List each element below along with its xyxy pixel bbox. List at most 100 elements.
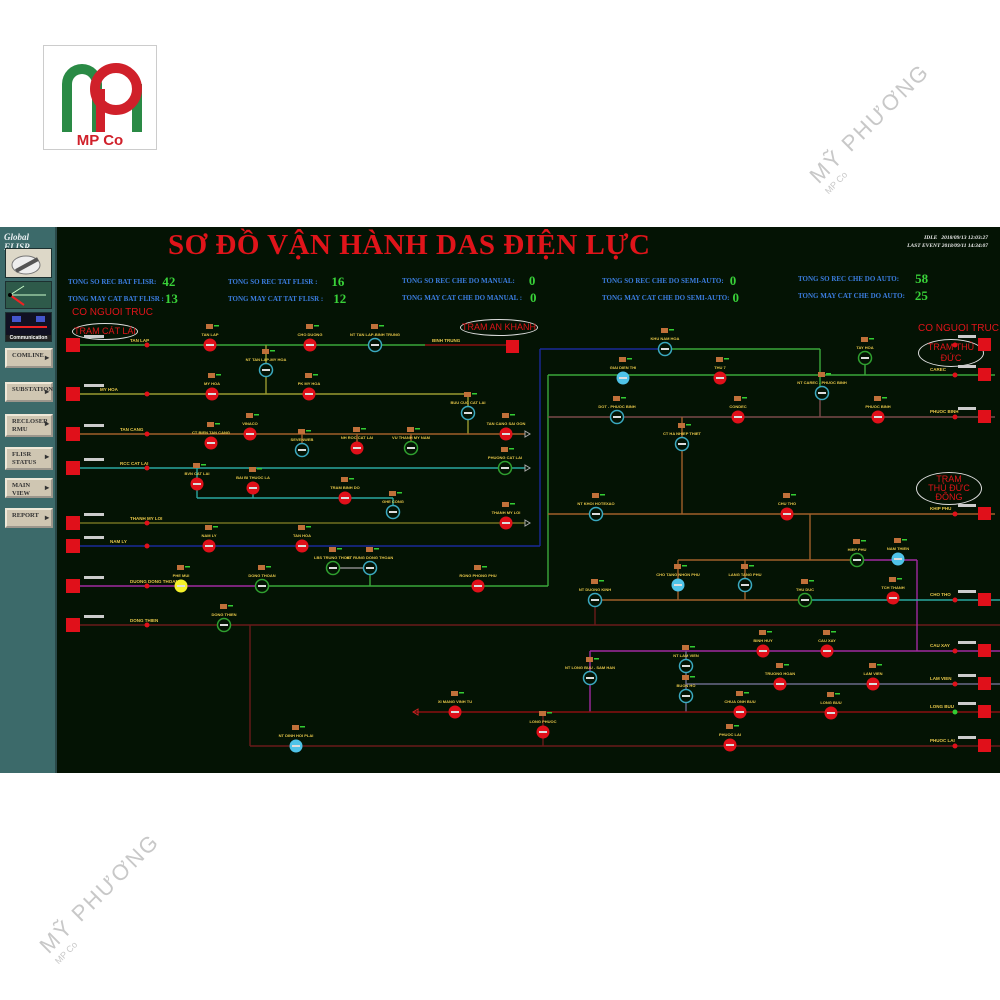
recloser-id-tag (869, 683, 877, 685)
breaker-right[interactable] (978, 368, 991, 381)
breaker-left[interactable] (66, 516, 80, 530)
recloser-status-tag (877, 664, 882, 666)
breaker-right[interactable] (978, 593, 991, 606)
recloser-id-tag (249, 487, 257, 489)
stat-rec-manual: TONG SO REC CHE DO MANUAL:0 (402, 271, 535, 288)
station-an-khanh[interactable]: TRAM AN KHANH (460, 319, 538, 336)
stat-label: TONG SO REC BAT FLISR: (68, 278, 157, 286)
recloser-rmu-button[interactable]: RECLOSER RMU (5, 414, 53, 437)
recloser-id-tag (823, 650, 831, 652)
breaker-right[interactable] (978, 644, 991, 657)
feeder-label: MY HOA (100, 387, 119, 392)
recloser-status-tag (510, 414, 515, 416)
station-cat-lai[interactable]: TRAM CÁT LÁI (72, 323, 138, 340)
breaker-right[interactable] (506, 340, 519, 353)
recloser-info-box (193, 463, 200, 468)
flisr-switch-icon[interactable] (5, 248, 52, 278)
station-label-line2: THỦ ĐỨC ĐÔNG (928, 483, 970, 502)
report-button[interactable]: REPORT (5, 508, 53, 528)
breaker-left[interactable] (66, 338, 80, 352)
fault-indicator (144, 342, 150, 348)
breaker-left[interactable] (66, 461, 80, 475)
breaker-right[interactable] (978, 338, 991, 351)
recloser-id-tag (539, 731, 547, 733)
recloser-status-tag (826, 373, 831, 375)
last-event-time: 2018/09/11 14:34:07 (941, 243, 988, 249)
recloser-info-box (329, 547, 336, 552)
recloser-label: LBS TRUNG THOAT (314, 555, 352, 560)
comline-button[interactable]: COMLINE (5, 348, 53, 368)
fault-indicator (144, 543, 150, 549)
recloser-status-tag (214, 325, 219, 327)
breaker-left[interactable] (66, 427, 80, 441)
mode-select-icon[interactable] (5, 281, 52, 309)
recloser-label: TAN LAP (201, 332, 218, 337)
breaker-right[interactable] (978, 507, 991, 520)
breaker-left[interactable] (66, 579, 80, 593)
recloser-id-tag (889, 597, 897, 599)
recloser-info-box (353, 427, 360, 432)
feeder-label: TAN CANG (120, 427, 144, 432)
staffed-label-left: CO NGUOI TRUC (72, 307, 153, 318)
breaker-left[interactable] (66, 387, 80, 401)
recloser-label: NT CAREC - PHUOC BINH (797, 380, 847, 385)
communication-icon[interactable]: Communication (5, 312, 52, 342)
recloser-label: PHUOC LAI (719, 732, 741, 737)
feeder-label: LONG BUU (930, 704, 954, 709)
recloser-id-tag (592, 513, 600, 515)
recloser-info-box (874, 396, 881, 401)
station-thu-duc[interactable]: TRAM THỦ ĐỨC (918, 339, 984, 367)
recloser-info-box (783, 493, 790, 498)
breaker-status-bar (84, 576, 104, 579)
breaker-right[interactable] (978, 677, 991, 690)
stat-label: TONG MAY CAT BAT FLISR : (68, 295, 164, 303)
breaker-left[interactable] (66, 618, 80, 632)
recloser-info-box (741, 564, 748, 569)
recloser-label: CHO TANG NHON PHU (656, 572, 700, 577)
fault-indicator (144, 465, 150, 471)
recloser-status-tag (228, 605, 233, 607)
recloser-info-box (341, 477, 348, 482)
recloser-label: NT DUONG KINH (579, 587, 611, 592)
breaker-status-bar (958, 736, 976, 739)
arrow-icon (524, 519, 531, 527)
recloser-id-tag (246, 433, 254, 435)
recloser-id-tag (801, 599, 809, 601)
recloser-id-tag (736, 711, 744, 713)
substation-button[interactable]: SUBSTATION (5, 382, 53, 402)
recloser-status-tag (682, 565, 687, 567)
recloser-label: VU THANH MY NAM (392, 435, 431, 440)
station-label-line1: TRAM (936, 474, 962, 484)
recloser-label: THANH MY LOI (492, 510, 521, 515)
recloser-label: NT TAN LAP-MY HOA (246, 357, 287, 362)
recloser-id-tag (861, 357, 869, 359)
flisr-status-button[interactable]: FLISR STATUS (5, 447, 53, 470)
fault-indicator (952, 414, 958, 420)
breaker-status-bar (84, 424, 104, 427)
recloser-id-tag (193, 483, 201, 485)
recloser-status-tag (621, 397, 626, 399)
recloser-info-box (889, 577, 896, 582)
recloser-id-tag (207, 442, 215, 444)
stat-value: 25 (914, 288, 928, 303)
breaker-left[interactable] (66, 539, 80, 553)
idle-status: IDLE 2018/09/13 12:03:27 (924, 235, 988, 241)
recloser-id-tag (502, 433, 510, 435)
breaker-status-bar (958, 504, 976, 507)
recloser-info-box (716, 357, 723, 362)
stat-rec-flisr-off: TONG SO REC TAT FLISR :16 (228, 272, 344, 289)
stat-rec-flisr-on: TONG SO REC BAT FLISR:42 (68, 272, 175, 289)
scada-screen: Global FLISR Communication COMLINE SUBST… (0, 227, 1000, 773)
arrow-icon (524, 464, 531, 472)
main-view-button[interactable]: MAIN VIEW (5, 478, 53, 498)
feeder-label: CAU XAY (930, 643, 950, 648)
breaker-right[interactable] (978, 705, 991, 718)
breaker-right[interactable] (978, 410, 991, 423)
staffed-label-right: CO NGUOI TRUC (918, 323, 999, 334)
recloser-status-tag (749, 565, 754, 567)
recloser-status-tag (201, 464, 206, 466)
recloser-label: GHE CONG (382, 499, 404, 504)
breaker-right[interactable] (978, 739, 991, 752)
feeder-label: THANH MY LOI (130, 516, 162, 521)
